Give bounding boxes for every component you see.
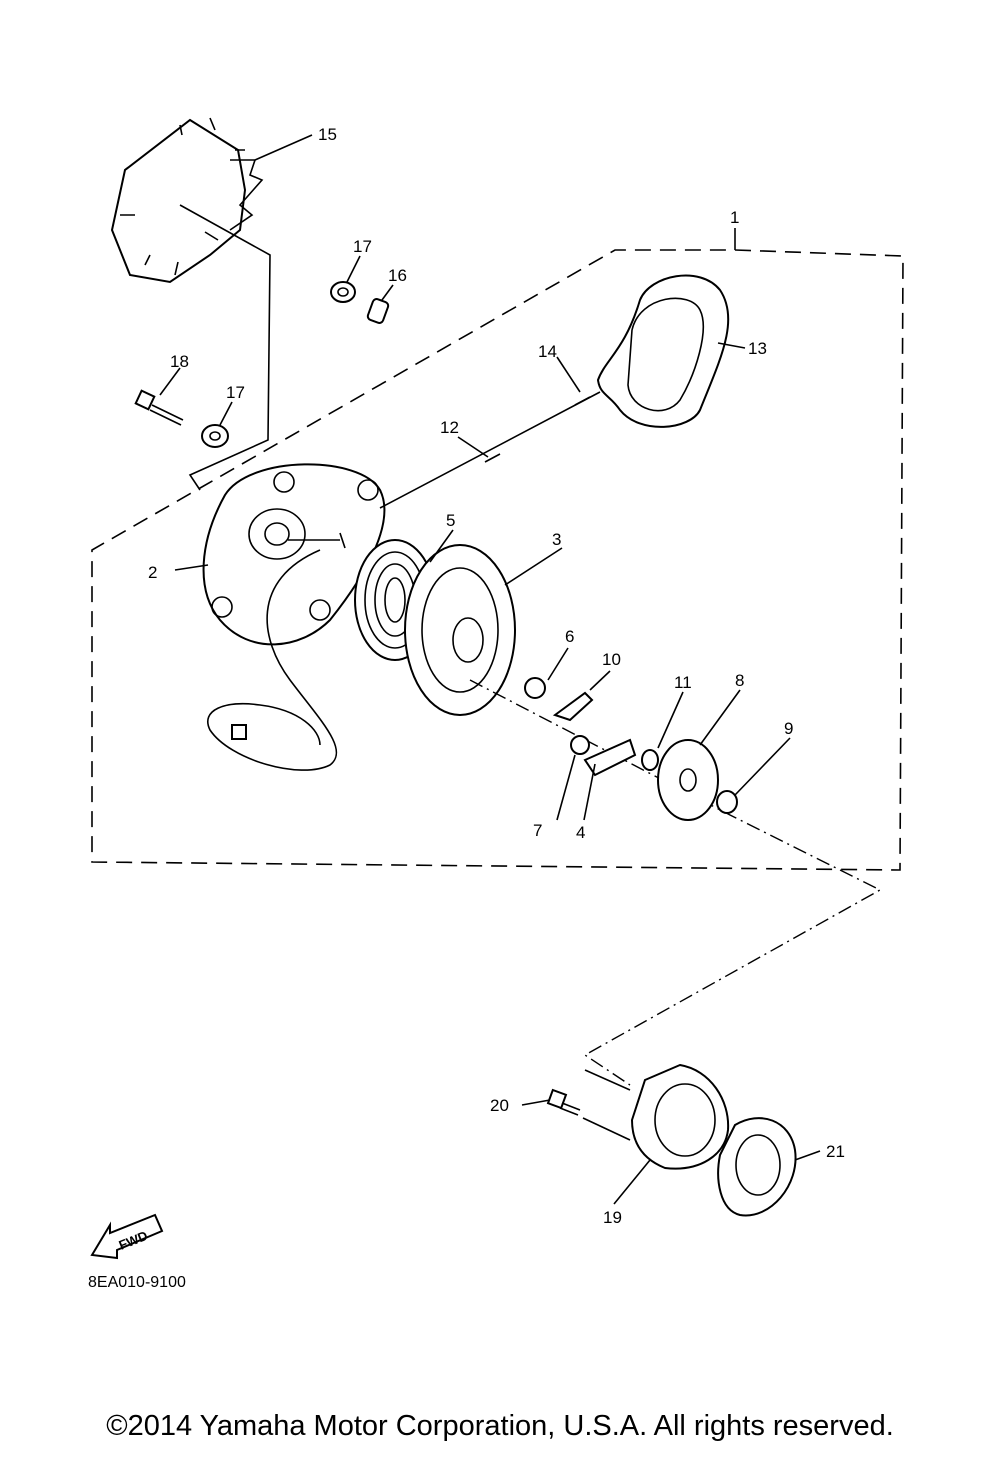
part-pin-16: [366, 298, 390, 324]
copyright-notice: ©2014 Yamaha Motor Corporation, U.S.A. A…: [106, 1410, 894, 1442]
label-14: 14: [538, 342, 557, 361]
part-plate-4: [583, 738, 637, 777]
label-21: 21: [826, 1142, 845, 1161]
label-19: 19: [603, 1208, 622, 1227]
diagram-code: 8EA010-9100: [88, 1274, 186, 1291]
label-6: 6: [565, 627, 574, 646]
label-20: 20: [490, 1096, 509, 1115]
fwd-arrow-icon: FWD: [90, 1213, 164, 1260]
label-5: 5: [446, 511, 455, 530]
part-decal-disc: [110, 117, 264, 284]
part-handle-13: [596, 274, 730, 428]
rope-thread: [484, 396, 591, 463]
part-ratchet-10: [552, 691, 594, 722]
label-15: 15: [318, 125, 337, 144]
label-3: 3: [552, 530, 561, 549]
label-2: 2: [148, 563, 157, 582]
part-gasket-21: [717, 1117, 797, 1217]
label-12: 12: [440, 418, 459, 437]
label-17-upper: 17: [353, 237, 372, 256]
part-cover-19: [630, 1063, 730, 1170]
label-17-lower: 17: [226, 383, 245, 402]
label-10: 10: [602, 650, 621, 669]
label-leaders: [159, 134, 821, 1205]
leader-lines: [179, 204, 271, 491]
axis-line: [469, 679, 882, 1086]
label-4: 4: [576, 823, 585, 842]
part-starter-housing: [202, 463, 386, 646]
label-8: 8: [735, 671, 744, 690]
part-nut-9: [716, 790, 738, 814]
part-bolt-18: [134, 389, 184, 426]
rope-end: [231, 724, 247, 740]
assembly-boundary: [91, 249, 904, 871]
part-bolt-20: [546, 1088, 631, 1141]
rope-line: [379, 391, 601, 509]
part-spring-7: [570, 735, 590, 755]
part-collar-17-upper: [330, 281, 356, 303]
label-7: 7: [533, 821, 542, 840]
label-13: 13: [748, 339, 767, 358]
part-collar-17-lower: [201, 424, 229, 448]
label-9: 9: [784, 719, 793, 738]
label-11: 11: [674, 673, 692, 692]
part-washer-11: [641, 749, 659, 771]
part-pulley-3: [404, 544, 516, 716]
starter-rope: [207, 549, 338, 771]
label-1: 1: [730, 208, 739, 227]
label-18: 18: [170, 352, 189, 371]
part-disc-8: [657, 739, 719, 821]
part-spring-6: [524, 677, 546, 699]
label-16: 16: [388, 266, 407, 285]
